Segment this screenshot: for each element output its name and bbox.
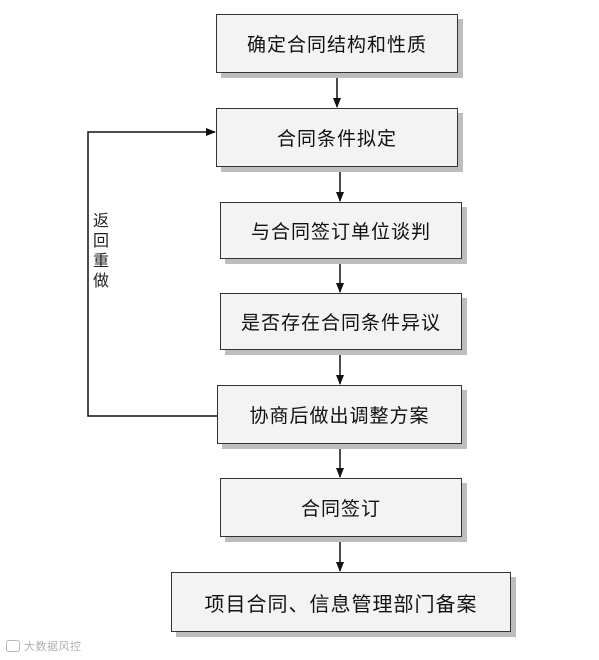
step-label: 合同签订 bbox=[300, 498, 381, 520]
step-label: 是否存在合同条件异议 bbox=[240, 312, 441, 334]
feedback-label: 返回重做 bbox=[90, 212, 109, 292]
step-label: 项目合同、信息管理部门备案 bbox=[204, 591, 478, 616]
step-label: 确定合同结构和性质 bbox=[246, 34, 427, 56]
feedback-loop-arrow bbox=[87, 128, 217, 417]
watermark-text: 大数据风控 bbox=[24, 640, 82, 653]
step-label: 合同条件拟定 bbox=[276, 128, 397, 150]
watermark: 大数据风控 bbox=[6, 638, 82, 654]
step-label: 协商后做出调整方案 bbox=[249, 405, 430, 427]
step-draft-contract-terms: 合同条件拟定 bbox=[216, 108, 458, 167]
step-label: 与合同签订单位谈判 bbox=[250, 221, 431, 243]
step-check-term-objections: 是否存在合同条件异议 bbox=[220, 293, 462, 350]
step-archive-record: 项目合同、信息管理部门备案 bbox=[171, 572, 511, 632]
watermark-logo-icon bbox=[6, 640, 20, 652]
step-adjustment-plan: 协商后做出调整方案 bbox=[217, 385, 462, 444]
step-sign-contract: 合同签订 bbox=[220, 478, 462, 537]
step-define-contract-structure: 确定合同结构和性质 bbox=[216, 14, 458, 73]
step-negotiate-with-party: 与合同签订单位谈判 bbox=[220, 202, 462, 259]
